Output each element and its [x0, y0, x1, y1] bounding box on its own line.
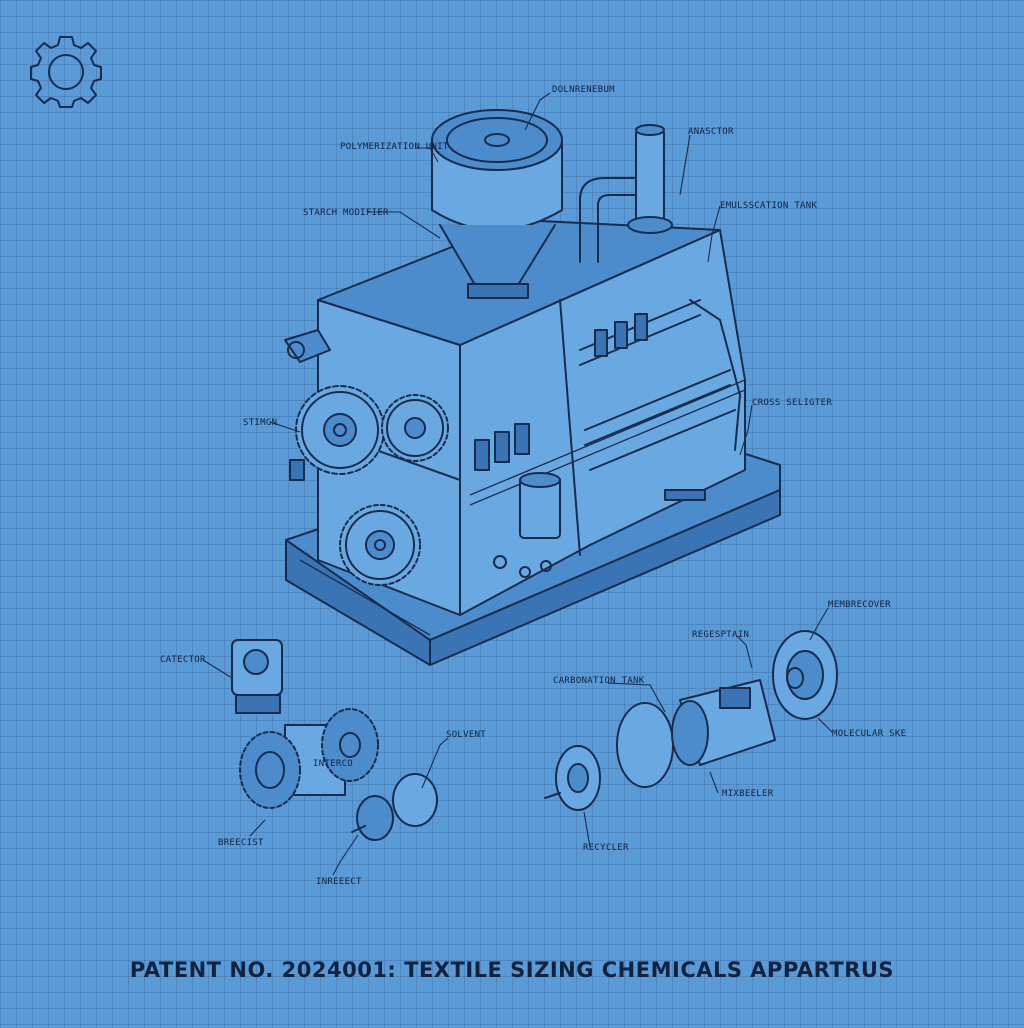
label-regesptain: REGESPTAIN: [692, 630, 749, 640]
patent-title: PATENT NO. 2024001: TEXTILE SIZING CHEMI…: [129, 958, 895, 982]
machine-frame: [284, 219, 746, 616]
label-solvent: SOLVENT: [446, 730, 486, 740]
solvent-part: [351, 773, 438, 841]
label-recycler: RECYCLER: [583, 843, 629, 853]
gear-motor-part: [239, 708, 379, 809]
carbonation-disc: [616, 702, 674, 788]
label-starch: STARCH MODIFIER: [303, 208, 389, 218]
recycler-part: [544, 745, 601, 811]
label-molecular: MOLECULAR SKE: [832, 729, 906, 739]
label-breecist: BREECIST: [218, 838, 264, 848]
label-membrane: MEMBRECOVER: [828, 600, 891, 610]
gear-icon[interactable]: [30, 36, 102, 108]
membrane-disc: [772, 630, 838, 720]
label-gear: INTERCO: [313, 759, 353, 769]
label-top-hopper: DOLNRENEBUM: [552, 85, 615, 95]
gear-train-left: [295, 385, 449, 586]
hopper-tank: [431, 109, 563, 299]
mixbeeler-part: [671, 679, 776, 766]
label-stirring: STIMGN: [243, 418, 277, 428]
catector-part: [231, 639, 283, 714]
label-mixbeeler: MIXBEELER: [722, 789, 774, 799]
label-cross: CROSS SELIGTER: [752, 398, 832, 408]
label-emulsification: EMULSSCATION TANK: [720, 201, 817, 211]
label-catector: CATECTOR: [160, 655, 206, 665]
label-inreeect: INREEECT: [316, 877, 362, 887]
leader-lines: [202, 92, 833, 876]
label-polymerization: POLYMERIZATION UNIT: [340, 142, 449, 152]
pipe-assembly: [579, 124, 673, 263]
label-anasctor: ANASCTOR: [688, 127, 734, 137]
label-carbonation: CARBONATION TANK: [553, 676, 645, 686]
